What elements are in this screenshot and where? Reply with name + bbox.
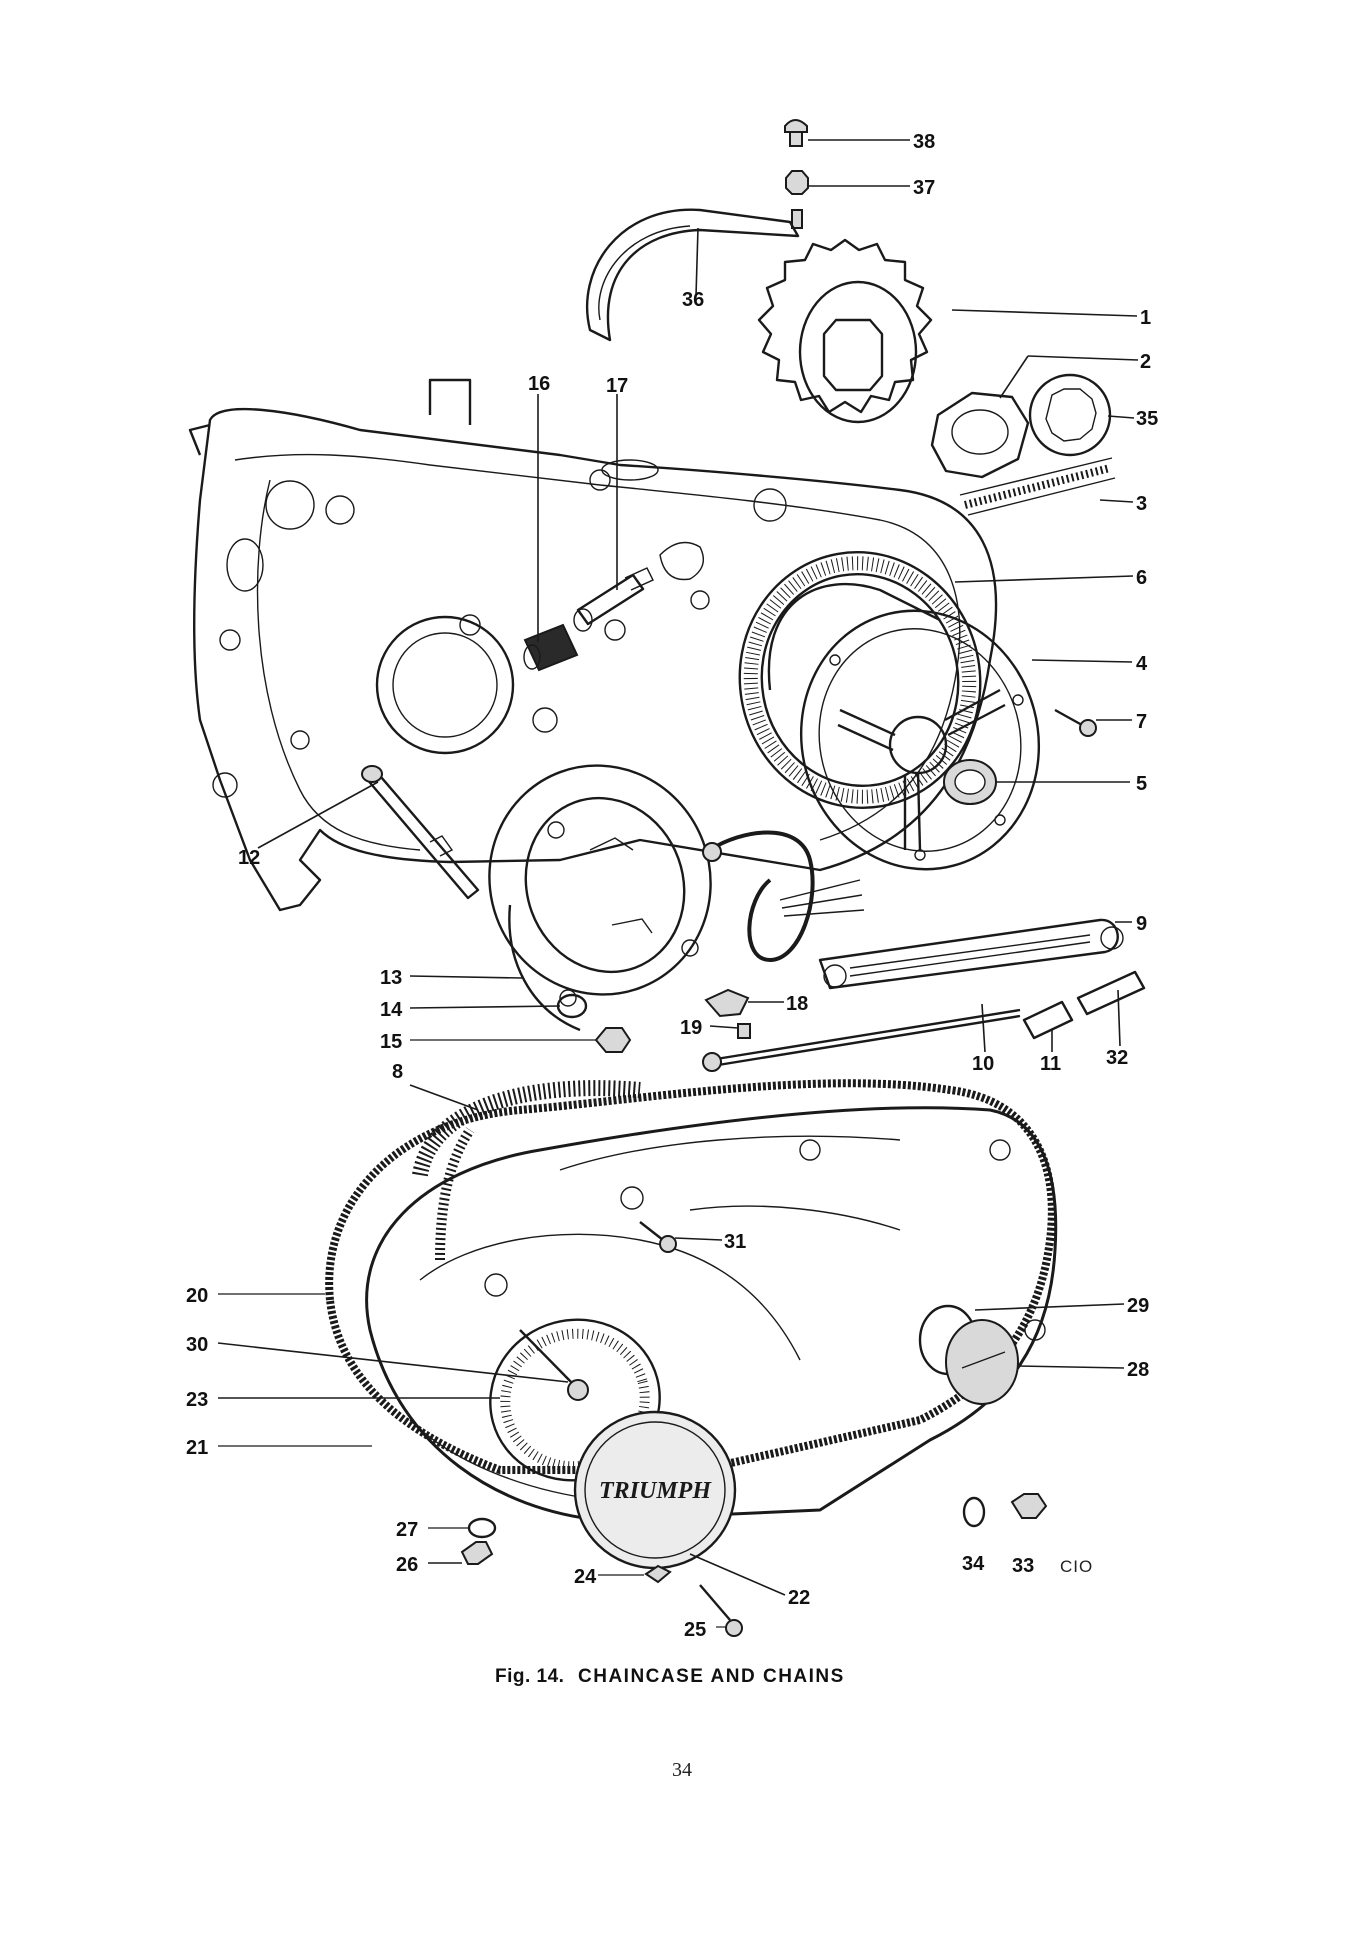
callout-30: 30 — [186, 1334, 208, 1356]
callout-27: 27 — [396, 1519, 418, 1541]
nut-part-37 — [785, 170, 809, 195]
logo-cover-plate-part: TRIUMPH — [573, 1410, 737, 1570]
sprocket-nut-part — [930, 391, 1030, 479]
callout-22: 22 — [788, 1587, 810, 1609]
callout-5: 5 — [1136, 773, 1147, 795]
washer-part-14 — [556, 993, 588, 1019]
primary-chain-part — [412, 1080, 641, 1261]
filler-cap-part-28 — [945, 1319, 1019, 1405]
callout-4: 4 — [1136, 653, 1148, 675]
screw-part-7 — [1054, 708, 1097, 737]
caption-title: CHAINCASE AND CHAINS — [578, 1666, 845, 1687]
callout-28: 28 — [1127, 1359, 1149, 1381]
callout-19: 19 — [680, 1017, 702, 1039]
callout-36: 36 — [682, 289, 704, 311]
callout-20: 20 — [186, 1285, 208, 1307]
stud-part-36a — [791, 209, 803, 229]
callout-2: 2 — [1140, 351, 1151, 373]
gasket-ring-part — [738, 551, 982, 809]
callout-labels: 38 37 36 1 2 35 3 6 4 7 5 9 16 17 12 13 … — [186, 131, 1158, 1641]
adaptor-part-17 — [573, 567, 654, 632]
stator-wiring-part — [702, 830, 865, 962]
callout-31: 31 — [724, 1231, 746, 1253]
figure-caption: Fig. 14. CHAINCASE AND CHAINS — [495, 1666, 845, 1687]
callout-10: 10 — [972, 1053, 994, 1075]
inner-chaincase-part — [188, 378, 998, 912]
drain-plug-part-33 — [1010, 1493, 1048, 1519]
caption-prefix: Fig. 14. — [495, 1666, 564, 1687]
screw-part-24 — [644, 1564, 672, 1584]
callout-16: 16 — [528, 373, 550, 395]
dowel-part-16 — [523, 623, 579, 672]
callout-29: 29 — [1127, 1295, 1149, 1317]
pin-part-11 — [1022, 1000, 1074, 1040]
gearbox-sprocket-part — [757, 238, 933, 424]
callout-11: 11 — [1040, 1053, 1061, 1075]
page-number: 34 — [672, 1759, 692, 1781]
callout-1: 1 — [1140, 307, 1151, 329]
screw-part-19 — [737, 1023, 751, 1039]
callout-35: 35 — [1136, 408, 1158, 430]
screw-part-30 — [519, 1329, 589, 1401]
callout-3: 3 — [1136, 493, 1147, 515]
housing-cover-part — [767, 582, 1041, 871]
callout-26: 26 — [396, 1554, 418, 1576]
chain-guard-blade-part — [585, 208, 800, 342]
cover-gasket-part — [325, 1079, 1056, 1474]
nut-part-15 — [594, 1027, 632, 1053]
callout-18: 18 — [786, 993, 808, 1015]
callout-6: 6 — [1136, 567, 1147, 589]
drawing-code: CIO — [1060, 1557, 1093, 1576]
oil-seal-part — [943, 759, 997, 805]
callout-14: 14 — [380, 999, 403, 1021]
pin-part-32 — [1076, 970, 1146, 1016]
screw-part-25 — [699, 1584, 743, 1637]
washer-part-34 — [962, 1496, 986, 1528]
callout-34: 34 — [962, 1553, 985, 1575]
callout-12: 12 — [238, 847, 260, 869]
callout-17: 17 — [606, 375, 628, 397]
clip-part-18 — [704, 988, 750, 1018]
callout-24: 24 — [574, 1566, 597, 1588]
primary-chain-short-part — [959, 457, 1116, 516]
leader-lines — [217, 139, 1139, 1628]
callout-13: 13 — [380, 967, 402, 989]
callout-21: 21 — [186, 1437, 208, 1459]
stud-part-12 — [361, 765, 480, 900]
callout-7: 7 — [1136, 711, 1147, 733]
callout-25: 25 — [684, 1619, 706, 1641]
triumph-logo: TRIUMPH — [599, 1478, 712, 1504]
callout-15: 15 — [380, 1031, 402, 1053]
callout-33: 33 — [1012, 1555, 1034, 1577]
callout-37: 37 — [913, 177, 935, 199]
screw-part-31 — [639, 1221, 677, 1253]
rod-part-10 — [702, 1008, 1021, 1072]
outer-chaincase-cover-part — [365, 1106, 1058, 1522]
callout-8: 8 — [392, 1061, 403, 1083]
screw-part-38 — [784, 119, 808, 147]
washer-part-27 — [467, 1517, 497, 1539]
callout-38: 38 — [913, 131, 935, 153]
strap-part — [818, 918, 1124, 990]
callout-9: 9 — [1136, 913, 1147, 935]
lock-washer-part — [1028, 373, 1112, 457]
stator-part — [488, 764, 712, 1032]
callout-23: 23 — [186, 1389, 208, 1411]
callout-32: 32 — [1106, 1047, 1128, 1069]
screw-part-26 — [460, 1541, 494, 1565]
